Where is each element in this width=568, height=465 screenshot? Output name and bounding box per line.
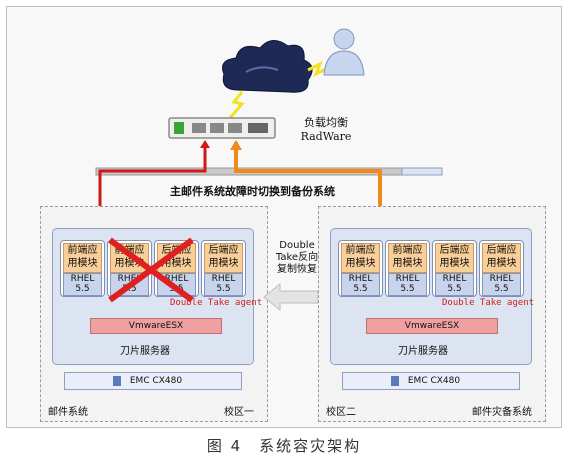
- left-esx-bar: VmwareESX: [90, 318, 222, 334]
- left-site-campus: 校区一: [224, 407, 254, 418]
- figure-caption: 图 4 系统容灾架构: [206, 437, 362, 455]
- user-icon: [323, 28, 365, 76]
- left-site-name: 邮件系统: [48, 407, 88, 418]
- switch-banner: 主邮件系统故障时切换到备份系统: [170, 185, 335, 198]
- left-storage: EMC CX480: [64, 372, 242, 390]
- load-balancer-label-line1: 负载均衡: [304, 116, 348, 129]
- load-balancer-label-line2: RadWare: [300, 130, 352, 143]
- internet-cloud-icon: [222, 40, 329, 119]
- left-module-4: 后端应用模块 RHEL 5.5: [201, 240, 246, 297]
- right-module-1: 前端应用模块 RHEL 5.5: [338, 240, 383, 297]
- module-os: RHEL 5.5: [435, 273, 474, 296]
- right-storage-label: EMC CX480: [407, 376, 461, 386]
- left-module-1: 前端应用模块 RHEL 5.5: [60, 240, 105, 297]
- failure-x-icon: [108, 237, 194, 303]
- module-title: 后端应用模块: [482, 243, 521, 273]
- storage-icon: [113, 376, 121, 386]
- storage-icon: [391, 376, 399, 386]
- module-title: 前端应用模块: [63, 243, 102, 273]
- left-blade-label: 刀片服务器: [120, 346, 170, 357]
- replication-line2: Take反向: [275, 252, 319, 263]
- replication-label: Double Take反向 复制恢复: [272, 240, 322, 276]
- left-storage-label: EMC CX480: [129, 376, 183, 386]
- replication-arrow-icon: [263, 282, 319, 312]
- right-blade-label: 刀片服务器: [398, 346, 448, 357]
- replication-line3: 复制恢复: [277, 264, 317, 275]
- module-os: RHEL 5.5: [204, 273, 243, 296]
- module-os: RHEL 5.5: [341, 273, 380, 296]
- module-title: 后端应用模块: [435, 243, 474, 273]
- right-module-2: 前端应用模块 RHEL 5.5: [385, 240, 430, 297]
- module-os: RHEL 5.5: [482, 273, 521, 296]
- right-module-4: 后端应用模块 RHEL 5.5: [479, 240, 524, 297]
- right-esx-bar: VmwareESX: [366, 318, 498, 334]
- right-agent-label: Double Take agent: [442, 298, 535, 308]
- right-storage: EMC CX480: [342, 372, 520, 390]
- left-module-2: 前端应用模块 RHEL 5.5: [107, 240, 152, 297]
- load-balancer-label: 负载均衡 RadWare: [296, 114, 356, 143]
- module-title: 前端应用模块: [388, 243, 427, 273]
- right-site-campus: 校区二: [326, 407, 356, 418]
- left-agent-label: Double Take agent: [170, 298, 263, 308]
- right-site-name: 邮件灾备系统: [472, 407, 532, 418]
- module-title: 后端应用模块: [204, 243, 243, 273]
- module-os: RHEL 5.5: [388, 273, 427, 296]
- load-balancer-device-icon: [168, 117, 276, 139]
- right-module-3: 后端应用模块 RHEL 5.5: [432, 240, 477, 297]
- module-title: 前端应用模块: [341, 243, 380, 273]
- replication-line1: Double: [279, 240, 315, 251]
- module-os: RHEL 5.5: [63, 273, 102, 296]
